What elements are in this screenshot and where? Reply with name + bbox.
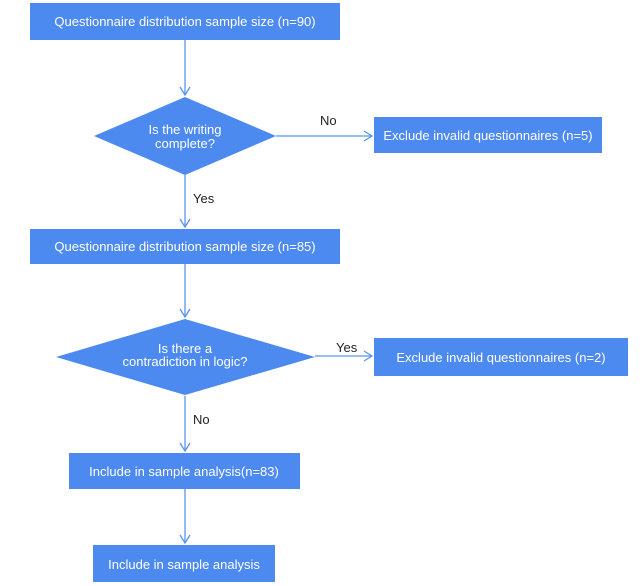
logic-contradiction-decision-line1: Is there a xyxy=(158,341,213,356)
include-final-node-label: Include in sample analysis xyxy=(108,557,260,572)
start-node-label: Questionnaire distribution sample size (… xyxy=(54,14,315,29)
include-sample-node: Include in sample analysis(n=83) xyxy=(69,453,300,489)
after-writing-node-box xyxy=(30,229,340,264)
edge-label-logic-yes: Yes xyxy=(336,340,358,355)
writing-complete-decision-line2: complete? xyxy=(155,136,215,151)
writing-complete-decision-diamond xyxy=(94,97,276,175)
logic-contradiction-decision-diamond xyxy=(56,319,315,395)
exclude-contradiction-node: Exclude invalid questionnaires (n=2) xyxy=(374,338,628,376)
writing-complete-decision: Is the writing complete? xyxy=(94,97,276,175)
include-sample-node-label: Include in sample analysis(n=83) xyxy=(89,464,279,479)
writing-complete-decision-line1: Is the writing xyxy=(149,122,222,137)
logic-contradiction-decision: Is there a contradiction in logic? xyxy=(56,319,315,395)
include-final-node-box xyxy=(93,545,275,582)
edge-label-writing-yes: Yes xyxy=(193,191,215,206)
edge-label-logic-no: No xyxy=(193,412,210,427)
exclude-incomplete-node: Exclude invalid questionnaires (n=5) xyxy=(374,117,602,153)
include-sample-node-box xyxy=(69,453,300,489)
include-final-node: Include in sample analysis xyxy=(93,545,275,582)
exclude-incomplete-node-box xyxy=(374,117,602,153)
exclude-contradiction-node-box xyxy=(374,338,628,376)
start-node: Questionnaire distribution sample size (… xyxy=(30,3,340,40)
exclude-incomplete-node-label: Exclude invalid questionnaires (n=5) xyxy=(383,128,592,143)
after-writing-node: Questionnaire distribution sample size (… xyxy=(30,229,340,264)
after-writing-node-label: Questionnaire distribution sample size (… xyxy=(54,239,315,254)
logic-contradiction-decision-line2: contradiction in logic? xyxy=(122,354,247,369)
exclude-contradiction-node-label: Exclude invalid questionnaires (n=2) xyxy=(396,350,605,365)
start-node-box xyxy=(30,3,340,40)
edge-label-writing-no: No xyxy=(320,113,337,128)
